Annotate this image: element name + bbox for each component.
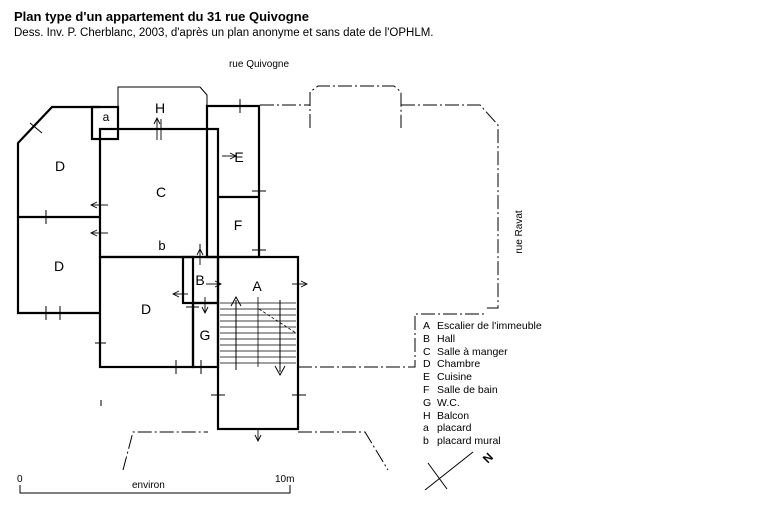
page-subtitle: Dess. Inv. P. Cherblanc, 2003, d'après u… [14,27,434,39]
room-c-label: C [156,184,166,200]
legend-key: A [423,320,431,332]
north-arrow: N [424,450,496,491]
legend-item: a placard [423,422,542,435]
closet-b-label: b [158,238,165,253]
legend-label: Salle à manger [437,345,508,358]
stair-arrows [230,295,286,377]
legend-item: D Chambre [423,358,542,371]
room-d3-label: D [141,301,151,317]
legend-key: B [423,332,431,345]
legend-item: F Salle de bain [423,384,542,397]
legend-label: placard mural [437,435,501,448]
scale-end-label: 10m [275,474,294,485]
room-e-label: E [234,149,243,165]
legend-label: Escalier de l'immeuble [437,320,542,332]
legend-key: b [423,435,429,448]
direction-arrows [89,116,309,443]
north-arrow-cross [427,462,448,490]
street-quivogne-label: rue Quivogne [229,59,289,70]
legend-label: Balcon [437,409,470,422]
north-arrow-line [424,451,474,491]
legend-item: C Salle à manger [423,346,542,359]
closet-a-label: a [103,110,110,124]
legend-key: G [423,396,432,409]
legend-key: C [423,345,431,358]
room-f-label: F [234,217,243,233]
scale-line [19,485,291,494]
legend-item: b placard mural [423,435,542,448]
legend-label: Chambre [437,358,481,371]
north-label: N [480,450,496,466]
legend-key: a [423,422,429,435]
street-ravat-label: rue Ravat [514,210,525,254]
legend-key: F [423,383,430,396]
legend-key: D [423,358,431,371]
legend-label: W.C. [437,396,460,409]
walls [16,104,300,431]
legend-label: placard [437,422,472,435]
stair-treads [220,297,297,367]
scale-caption: environ [132,480,165,491]
legend-label: Hall [437,332,456,345]
room-b-label: B [195,272,204,288]
balcony [117,86,208,107]
room-a-label: A [252,278,262,294]
room-d2-label: D [54,258,64,274]
legend-item: A Escalier de l'immeuble [423,320,542,333]
legend-key: E [423,371,431,384]
door-marks [29,99,306,406]
legend-item: E Cuisine [423,371,542,384]
legend-label: Salle de bain [437,383,498,396]
room-g-label: G [200,327,211,343]
neighbouring-outline [122,85,499,471]
legend-key: H [423,409,431,422]
legend-label: Cuisine [437,371,473,384]
scale-start-label: 0 [17,474,23,485]
legend-item: H Balcon [423,410,542,423]
room-h-label: H [155,100,165,116]
page-title: Plan type d'un appartement du 31 rue Qui… [14,9,309,24]
legend-item: G W.C. [423,397,542,410]
room-d1-label: D [55,158,65,174]
scale-bar: 0 10m environ [17,474,294,494]
legend-item: B Hall [423,333,542,346]
